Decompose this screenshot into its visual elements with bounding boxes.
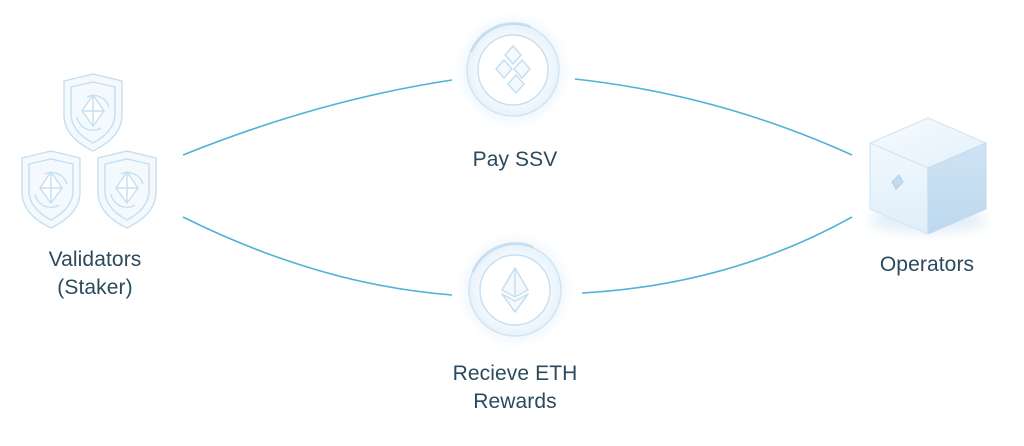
- connector-validators-to-pay: [182, 79, 453, 156]
- validators-label-line1: Validators: [48, 248, 142, 271]
- eth-token-icon: [465, 240, 565, 340]
- operators-label-text: Operators: [879, 253, 975, 276]
- shield-top: [63, 73, 123, 152]
- operators-label: Operators: [862, 251, 992, 279]
- shield-ethereum-icon: [21, 73, 157, 229]
- connector-receive-to-operators: [581, 216, 853, 294]
- ssv-token-icon: [463, 20, 563, 120]
- operator-cube-icon: [869, 117, 987, 235]
- receive-eth-label: Recieve ETH Rewards: [430, 360, 600, 416]
- connector-pay-to-operators: [574, 78, 853, 156]
- shield-right: [97, 150, 157, 229]
- receive-eth-label-line2: Rewards: [473, 390, 557, 413]
- shield-left: [21, 150, 81, 229]
- cube-badge: [891, 174, 904, 190]
- validators-label-line2: (Staker): [57, 276, 133, 299]
- validators-label: Validators (Staker): [20, 246, 170, 302]
- connector-validators-to-receive: [182, 216, 453, 296]
- receive-eth-label-line1: Recieve ETH: [452, 362, 578, 385]
- pay-ssv-label-text: Pay SSV: [472, 148, 558, 171]
- pay-ssv-label: Pay SSV: [440, 146, 590, 174]
